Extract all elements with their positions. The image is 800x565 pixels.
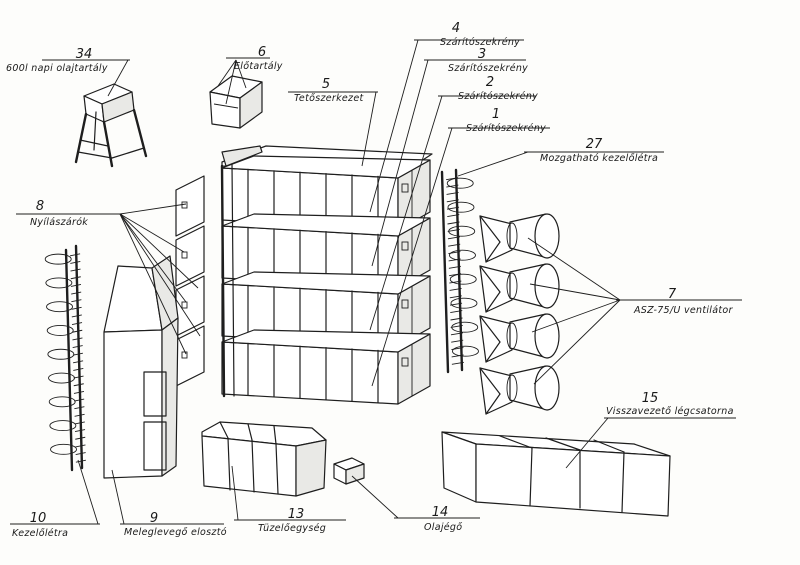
- label-9-text: Meleglevegő elosztó: [124, 527, 227, 538]
- label-9-number: 9: [150, 511, 158, 526]
- oil-burner-drawing: [333, 457, 365, 485]
- label-10-text: Kezelőlétra: [12, 528, 68, 539]
- firing-unit-drawing: [201, 421, 327, 497]
- label-14-number: 14: [432, 505, 449, 520]
- label-4-number: 4: [452, 21, 460, 36]
- label-34-number: 34: [76, 47, 93, 62]
- label-7-text: ASZ-75/U ventilátor: [633, 305, 734, 316]
- label-5-number: 5: [322, 77, 330, 92]
- label-3-text: Szárítószekrény: [448, 63, 528, 74]
- label-1-number: 1: [492, 107, 500, 122]
- label-34-text: 600l napi olajtartály: [6, 63, 108, 74]
- label-27-number: 27: [586, 137, 603, 152]
- label-8-text: Nyílászárók: [30, 217, 88, 228]
- leader-lines: [10, 39, 742, 525]
- label-15-number: 15: [642, 391, 659, 406]
- label-5-text: Tetőszerkezet: [294, 93, 364, 104]
- label-14-text: Olajégő: [424, 522, 462, 533]
- label-2-number: 2: [486, 75, 494, 90]
- label-7-number: 7: [668, 287, 677, 302]
- label-1-text: Szárítószekrény: [466, 123, 546, 134]
- label-15-text: Visszavezető légcsatorna: [606, 406, 734, 417]
- labels: 34 600l napi olajtartály 6 Előtartály 5 …: [6, 21, 734, 539]
- movable-ladder-drawing: [440, 168, 479, 374]
- fans-drawing: [479, 213, 560, 415]
- label-13-number: 13: [288, 507, 305, 522]
- label-8-number: 8: [36, 199, 44, 214]
- label-2-text: Szárítószekrény: [458, 91, 538, 102]
- label-6-text: Előtartály: [234, 61, 283, 72]
- fixed-ladder-drawing: [44, 244, 86, 472]
- label-27-text: Mozgatható kezelőlétra: [540, 153, 658, 164]
- label-3-number: 3: [478, 47, 486, 62]
- oil-tank-drawing: [74, 83, 148, 168]
- dryer-cabinets-drawing: [220, 145, 433, 405]
- label-6-number: 6: [258, 45, 266, 60]
- return-air-duct-drawing: [441, 431, 671, 517]
- label-10-number: 10: [30, 511, 47, 526]
- warm-air-distributor-drawing: [103, 255, 179, 479]
- pre-tank-drawing: [209, 75, 263, 129]
- label-4-text: Szárítószekrény: [440, 37, 520, 48]
- label-13-text: Tüzelőegység: [258, 523, 326, 534]
